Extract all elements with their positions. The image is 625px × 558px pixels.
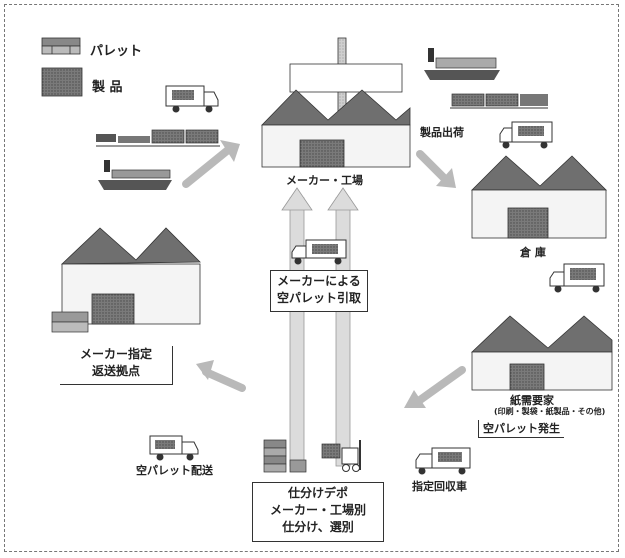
truck-icon-right-top: [500, 122, 552, 149]
flow-arrow-to-factory: [186, 140, 240, 184]
empty-pallet-generation-label: 空パレット発生: [478, 420, 564, 438]
train-icon-right: [450, 94, 548, 108]
warehouse-building: [472, 156, 606, 238]
train-icon-left: [96, 130, 220, 146]
maker-return-line1: メーカー指定: [60, 346, 172, 363]
sorting-depot-box: 仕分けデポ メーカー・工場別 仕分け、選別: [252, 482, 384, 542]
paper-demand-subtitle: (印刷・製袋・紙製品・その他): [494, 406, 605, 417]
factory-label: メーカー・工場: [286, 172, 363, 188]
maker-return-line2: 返送拠点: [60, 363, 172, 380]
maker-pickup-line1: メーカーによる: [271, 273, 367, 290]
maker-pickup-line2: 空パレット引取: [271, 290, 367, 307]
collection-truck-label: 指定回収車: [412, 478, 467, 494]
legend-product-icon: [42, 68, 82, 96]
truck-icon-left-top: [166, 86, 218, 113]
legend-product-label: 製 品: [92, 76, 123, 95]
legend-pallet-label: パレット: [90, 40, 142, 59]
flow-arrow-to-depot: [404, 370, 462, 408]
sorting-depot-line1: 仕分けデポ: [253, 485, 383, 502]
maker-return-building: [52, 228, 200, 332]
maker-pickup-box: メーカーによる 空パレット引取: [270, 270, 368, 312]
ship-icon-left: [98, 160, 172, 190]
flow-arrow-to-warehouse: [420, 154, 456, 188]
truck-icon-delivery: [150, 436, 198, 461]
warehouse-label: 倉 庫: [520, 244, 546, 260]
product-shipping-label: 製品出荷: [420, 124, 464, 140]
sorting-depot-line2: メーカー・工場別: [253, 502, 383, 519]
flow-arrow-to-return-point: [196, 360, 242, 388]
legend-pallet-icon: [42, 38, 80, 54]
truck-icon-collection: [416, 448, 470, 475]
ship-icon-right: [424, 48, 500, 80]
central-return-arrows: [282, 188, 358, 466]
factory-building: [262, 38, 410, 167]
truck-icon-right-middle: [550, 264, 604, 293]
sorting-depot-line3: 仕分け、選別: [253, 519, 383, 536]
paper-demand-building: [472, 316, 612, 390]
maker-return-box: メーカー指定 返送拠点: [60, 346, 173, 385]
empty-pallet-delivery-label: 空パレット配送: [136, 462, 213, 478]
